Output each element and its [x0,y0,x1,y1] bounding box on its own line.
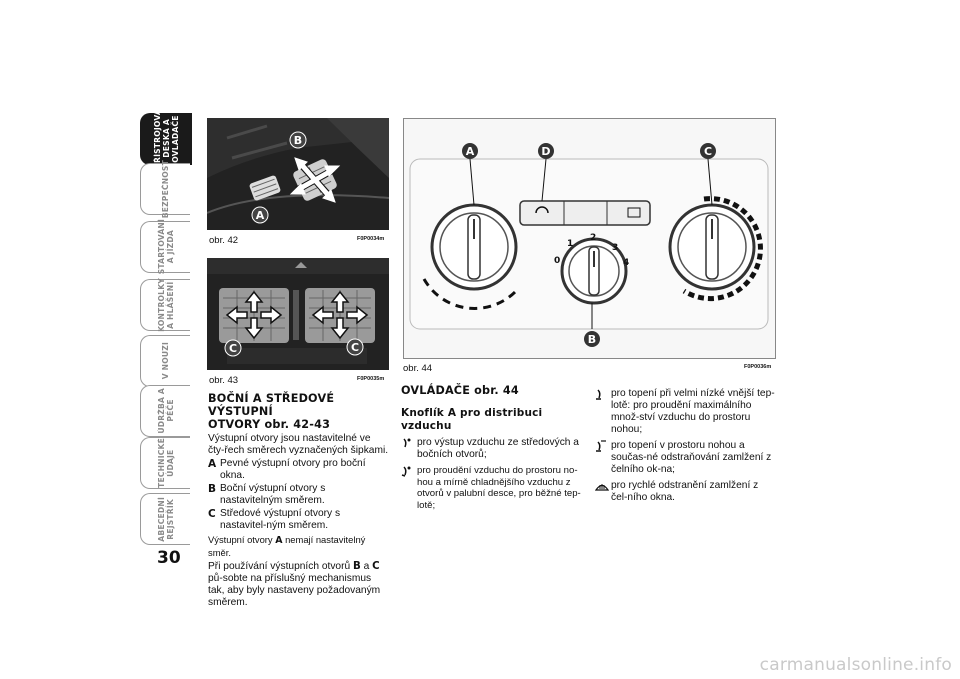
usage-prefix: Při používání výstupních otvorů [208,561,353,572]
knob-b-setting-2: 2 [590,233,596,243]
list-item: A Pevné výstupní otvory pro boční okna. [208,458,389,482]
section-controls-heading: OVLÁDAČE obr. 44 [401,384,519,397]
list-item: pro proudění vzduchu do prostoru no-hou … [401,465,583,511]
tab-label: V NOUZI [161,342,170,380]
tab-v-nouzi[interactable]: V NOUZI [140,335,190,387]
list-item: pro topení v prostoru nohou a součas-né … [595,440,777,476]
knob-b-setting-3: 3 [612,243,618,253]
section-vents-heading-line2: OTVORY obr. 42-43 [208,418,331,431]
side-vent-illustration: A B [207,118,389,230]
tab-abecedni-rejstrik[interactable]: ABECEDNÍ REJSTŘÍK [140,493,190,545]
label-a: A [256,209,265,222]
page-number: 30 [157,548,181,568]
item-text: Pevné výstupní otvory pro boční okna. [220,458,366,481]
knob-a [422,203,518,310]
note-prefix: Výstupní otvory [208,534,276,545]
figure-44-code: F0P0036m [744,364,772,370]
windscreen-defrost-icon [594,480,611,504]
tab-label: ABECEDNÍ REJSTŘÍK [156,496,175,542]
figure-42-caption: obr. 42 [209,235,239,246]
list-item: C Středové výstupní otvory s nastavitel-… [208,508,389,532]
note-letter: A [275,535,283,546]
feet-defrost-icon [595,440,611,476]
item-text: pro rychlé odstranění zamlžení z čel-níh… [611,480,759,503]
item-text: Boční výstupní otvory s nastavitelným sm… [220,483,326,506]
tab-label: BEZPEČNOST [161,159,170,219]
note-suffix: nemají nastavitelný směr. [208,534,366,558]
figure-43-caption: obr. 43 [209,375,239,386]
tab-udrzba[interactable]: ÚDRŽBA A PÉČE [140,385,190,437]
list-item: pro výstup vzduchu ze středových a boční… [401,437,583,461]
item-letter: B [208,483,217,495]
center-vent-illustration: C C [207,258,389,370]
list-item: pro rychlé odstranění zamlžení z čel-níh… [594,480,777,504]
item-text: pro proudění vzduchu do prostoru no-hou … [417,465,581,511]
section-heating: pro topení při velmi nízké vnější tep-lo… [594,388,777,504]
label-c-right: C [351,341,359,354]
climate-controls-illustration: 0 1 2 3 4 A D [404,119,775,358]
item-text: pro výstup vzduchu ze středových a boční… [417,437,579,460]
label-c-left: C [229,342,237,355]
knob-b-setting-0: 0 [554,256,560,266]
item-text: pro topení v prostoru nohou a součas-né … [611,440,772,475]
figure-44-caption: obr. 44 [403,363,433,374]
tab-technicke-udaje[interactable]: TECHNICKÉ ÚDAJE [140,437,190,489]
tab-startovani[interactable]: STARTOVÁNÍ A JÍZDA [140,219,190,275]
section-controls: OVLÁDAČE obr. 44 Knoflík A pro distribuc… [401,384,583,511]
figure-43-center-vents: C C [207,258,389,370]
tab-pristrojova-deska[interactable]: PŘÍSTROJOVÁ DESKA A OVLADAČE [140,109,192,169]
list-item: B Boční výstupní otvory s nastavitelným … [208,483,389,507]
section-vents-intro: Výstupní otvory jsou nastavitelné ve čty… [208,433,389,456]
figure-44-controls: 0 1 2 3 4 A D [403,118,776,359]
watermark: carmanualsonline.info [759,655,952,675]
label-a: A [466,145,475,158]
item-text: Středové výstupní otvory s nastavitel-ný… [220,508,341,531]
button-panel [519,200,651,226]
figure-43-code: F0P0035m [357,376,385,382]
label-c: C [704,145,712,158]
tab-label: STARTOVÁNÍ A JÍZDA [156,219,175,275]
section-vents-heading-line1: BOČNÍ A STŘEDOVÉ VÝSTUPNÍ [208,392,335,418]
knob-b-setting-4: 4 [623,258,629,268]
tab-bezpecnost[interactable]: BEZPEČNOST [140,159,190,219]
knob-b: 0 1 2 3 4 [554,233,629,305]
label-b: B [588,333,596,346]
usage-letter-c: C [372,561,380,572]
usage-letter-b: B [352,561,361,572]
section-vents: BOČNÍ A STŘEDOVÉ VÝSTUPNÍ OTVORY obr. 42… [208,392,389,609]
face-feet-icon [401,465,417,511]
usage-mid: a [360,561,373,572]
tab-label: KONTROLKY A HLÁŠENÍ [156,278,175,332]
section-controls-subheading: Knoflík A pro distribuci vzduchu [401,407,543,432]
tab-label: TECHNICKÉ ÚDAJE [156,438,175,488]
item-letter: C [208,508,216,520]
vents-usage: Při používání výstupních otvorů B a C pů… [208,561,389,609]
tab-label: ÚDRŽBA A PÉČE [156,388,175,434]
figure-42-side-vents: A B [207,118,389,230]
face-vent-icon [401,437,417,461]
item-text: pro topení při velmi nízké vnější tep-lo… [611,388,775,435]
knob-c [668,196,763,302]
item-letter: A [208,458,217,470]
figure-42-code: F0P0034m [357,236,385,242]
usage-suffix: pů-sobte na příslušný mechanismus tak, a… [208,573,381,608]
tab-kontrolky[interactable]: KONTROLKY A HLÁŠENÍ [140,278,190,332]
knob-b-setting-1: 1 [567,239,573,249]
feet-vent-icon [595,388,611,436]
label-d: D [541,145,550,158]
vents-note: Výstupní otvory A nemají nastavitelný sm… [208,534,389,559]
label-b: B [294,134,302,147]
list-item: pro topení při velmi nízké vnější tep-lo… [595,388,777,436]
